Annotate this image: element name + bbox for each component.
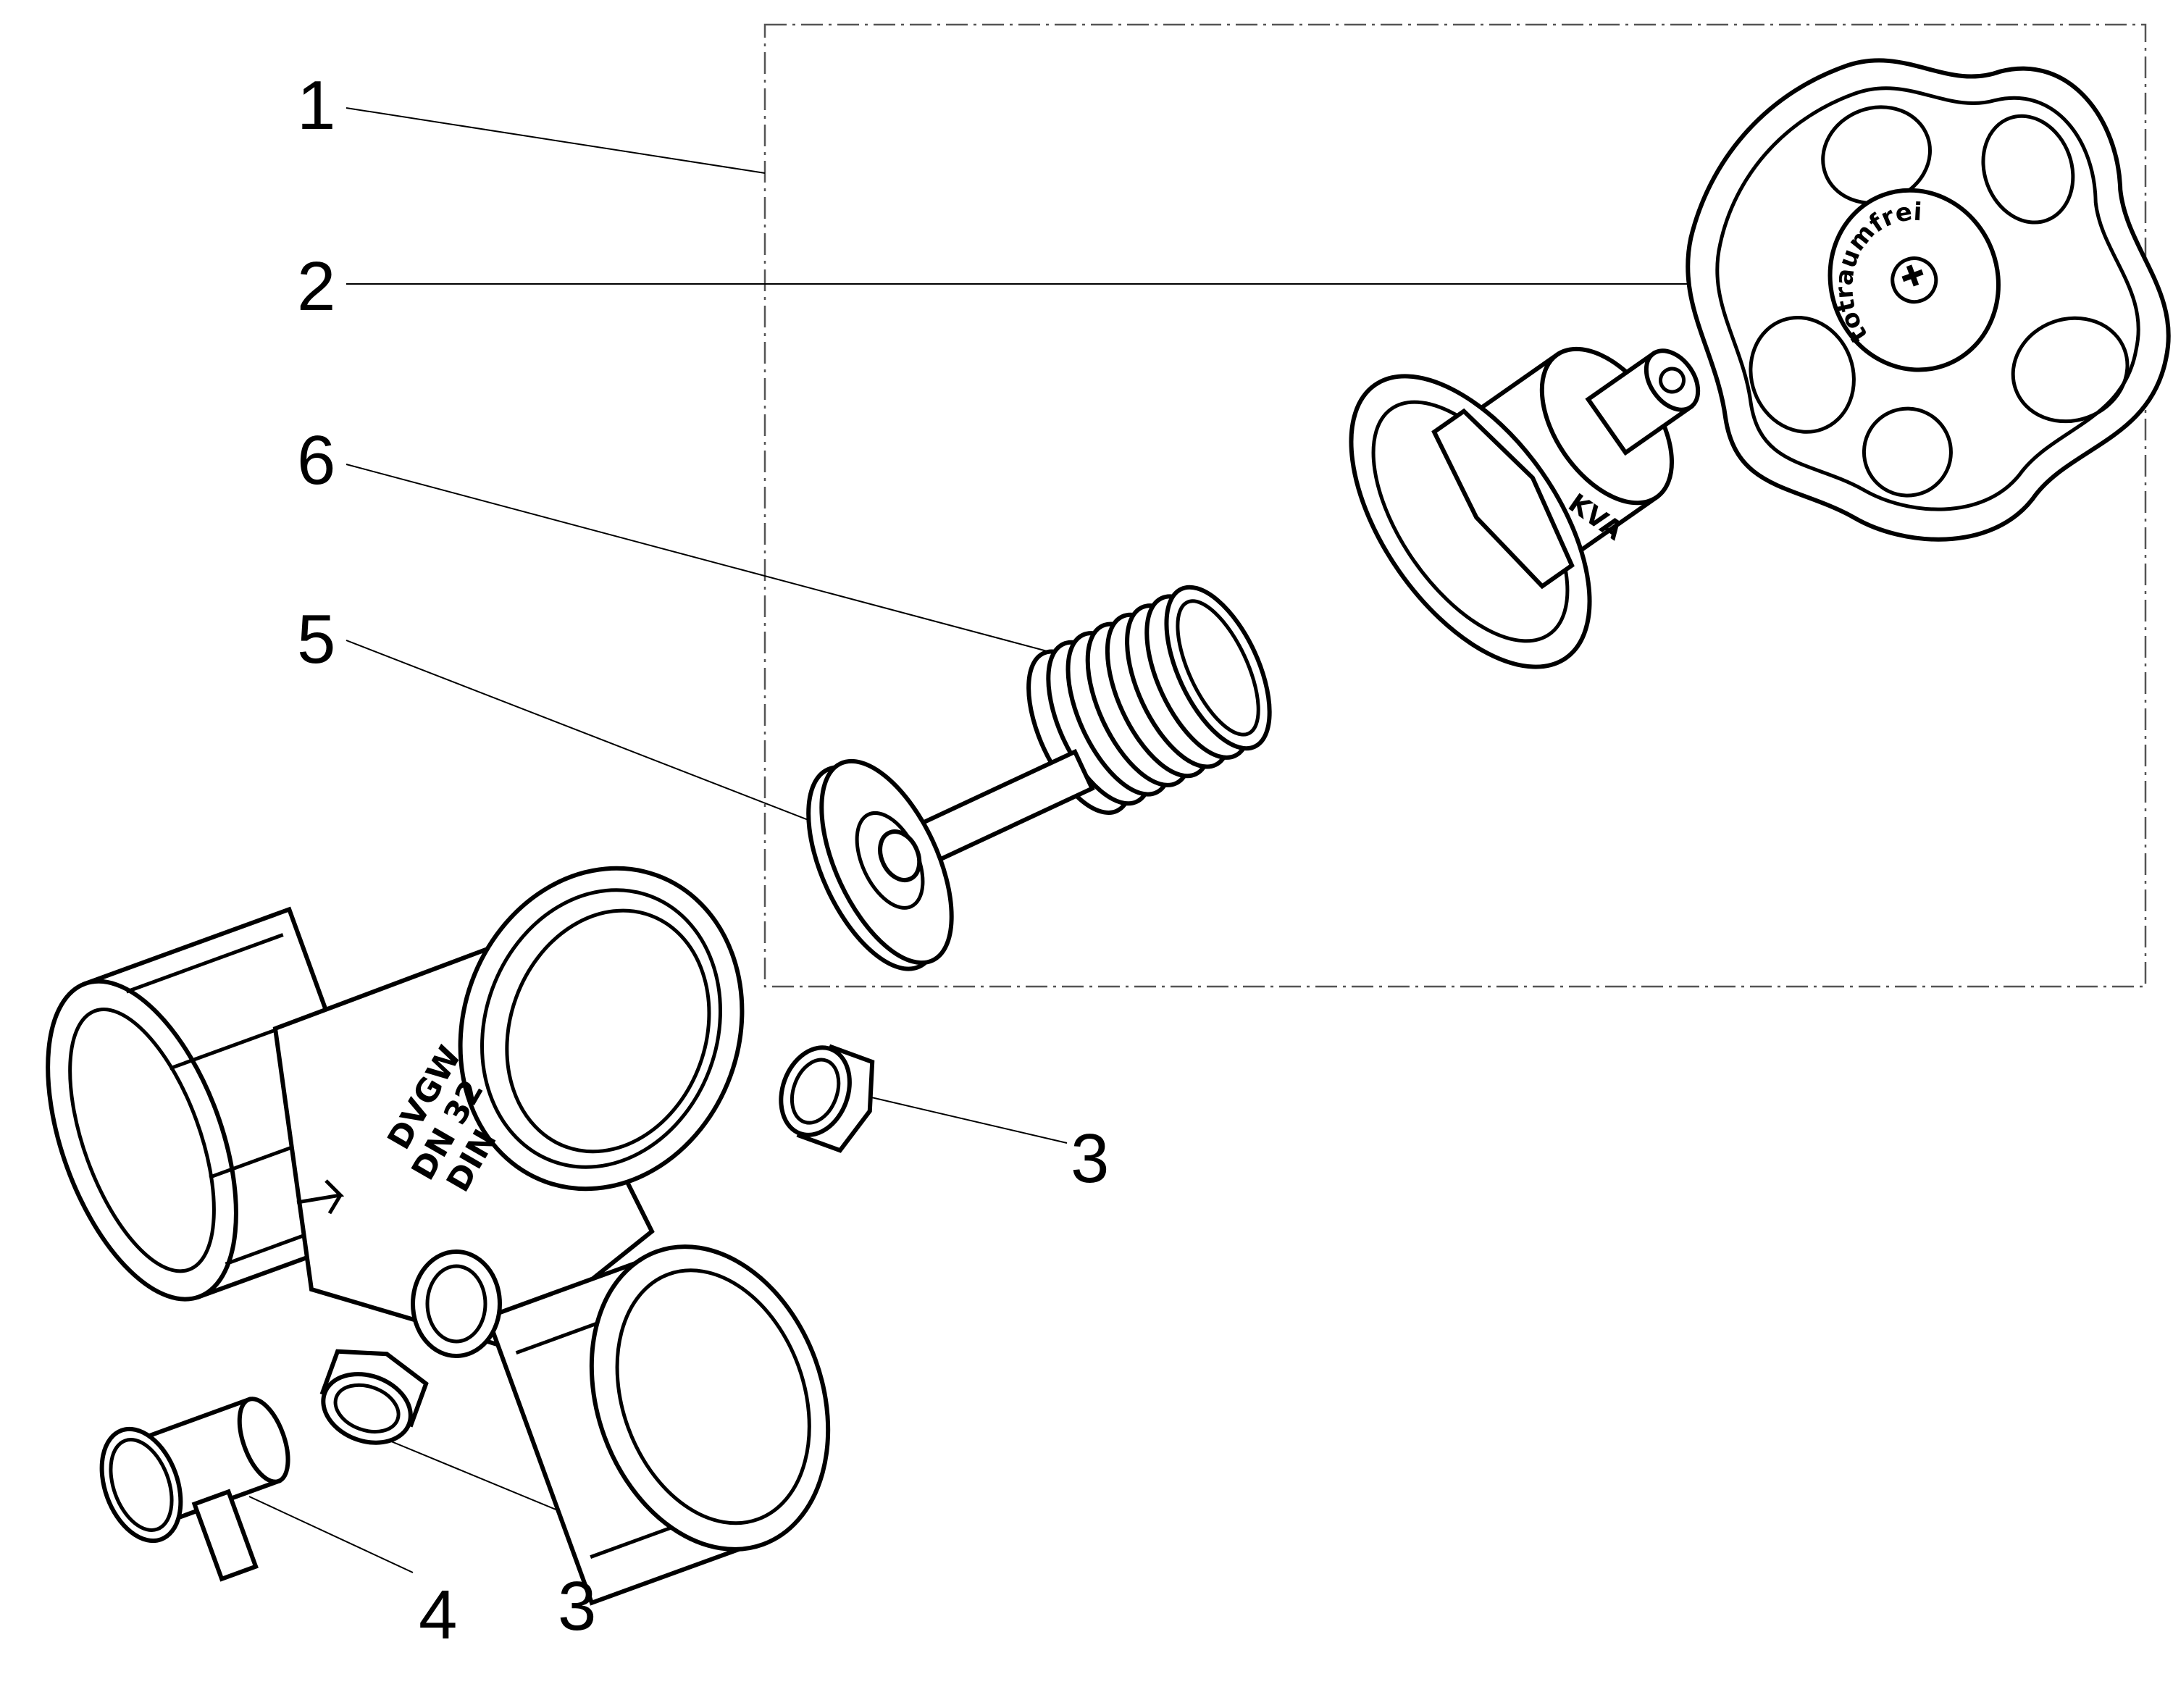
callout-3-right: 3 [1071,1120,1109,1197]
callout-1: 1 [297,67,335,144]
handwheel-part-2: ✚ totraumfrei [1686,58,2171,542]
assembly-boundary-box [763,23,2147,988]
leader-lines [248,107,1698,1573]
callout-2: 2 [297,248,335,325]
valve-body: DVGW DN 32 DIN [46,866,831,1606]
callout-3-bottom: 3 [558,1567,596,1645]
callout-6: 6 [297,422,335,499]
flow-arrow-icon [296,1179,345,1215]
drain-elbow-part-4 [99,1397,290,1582]
plug-part-3-right [779,1044,875,1153]
bonnet-assembly: KVA [1349,346,1701,669]
plug-part-3-bottom [319,1349,429,1445]
valve-disc-part-5 [806,748,1095,971]
callout-4: 4 [419,1576,457,1654]
spring-part-6 [1026,585,1272,815]
callout-5: 5 [297,600,335,678]
